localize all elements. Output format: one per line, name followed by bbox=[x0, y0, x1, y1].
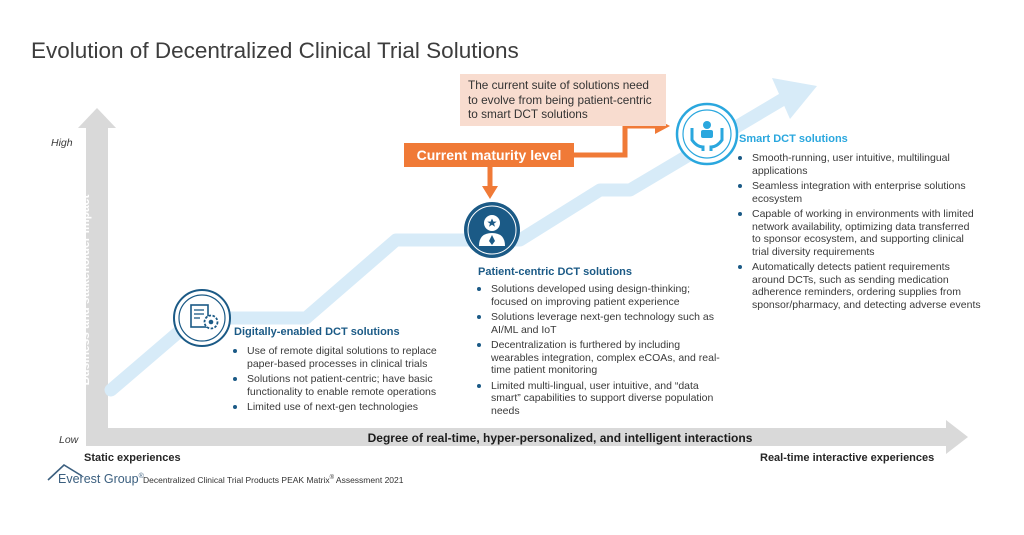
bullet-item: Use of remote digital solutions to repla… bbox=[230, 345, 458, 370]
source-text: Decentralized Clinical Trial Products PE… bbox=[143, 475, 330, 485]
evolution-callout: The current suite of solutions need to e… bbox=[460, 74, 666, 126]
everest-logo-mark bbox=[47, 463, 83, 481]
bullet-item: Automatically detects patient requiremen… bbox=[735, 261, 981, 311]
x-axis-right-end-label: Real-time interactive experiences bbox=[760, 452, 935, 464]
x-axis-title: Degree of real-time, hyper-personalized,… bbox=[367, 431, 753, 445]
logo-registered-mark: ® bbox=[138, 472, 144, 480]
source-text-end: Assessment 2021 bbox=[334, 475, 404, 485]
bullet-item: Seamless integration with enterprise sol… bbox=[735, 180, 981, 205]
source-registered-mark: ® bbox=[329, 475, 335, 482]
bullet-item: Limited use of next-gen technologies bbox=[230, 401, 458, 414]
stage-smart-bullets: Smooth-running, user intuitive, multilin… bbox=[735, 152, 981, 314]
document-gear-icon bbox=[173, 289, 231, 347]
bullet-item: Solutions not patient-centric; have basi… bbox=[230, 373, 458, 398]
page-title: Evolution of Decentralized Clinical Tria… bbox=[31, 38, 519, 63]
bullet-item: Decentralization is furthered by includi… bbox=[474, 339, 724, 377]
evolution-path-arrowhead bbox=[772, 78, 817, 119]
patient-star-icon bbox=[464, 202, 520, 258]
maturity-connector bbox=[574, 123, 658, 158]
hands-person-icon bbox=[675, 102, 739, 166]
x-axis-arrow bbox=[86, 420, 968, 454]
source-note: Decentralized Clinical Trial Products PE… bbox=[143, 475, 403, 485]
everest-group-logo: Everest Group® bbox=[58, 472, 144, 486]
maturity-down-arrowhead bbox=[482, 186, 498, 199]
y-axis-low-label: Low bbox=[59, 434, 79, 446]
stage-digitally-enabled-title: Digitally-enabled DCT solutions bbox=[234, 326, 400, 338]
bullet-item: Solutions leverage next-gen technology s… bbox=[474, 311, 724, 336]
bullet-item: Limited multi-lingual, user intuitive, a… bbox=[474, 380, 724, 418]
y-axis-high-label: High bbox=[51, 137, 73, 149]
current-maturity-label: Current maturity level bbox=[404, 143, 574, 167]
stage-patient-centric-bullets: Solutions developed using design-thinkin… bbox=[474, 283, 724, 420]
bullet-item: Solutions developed using design-thinkin… bbox=[474, 283, 724, 308]
y-axis-arrow bbox=[78, 108, 116, 440]
logo-text: Everest Group bbox=[58, 472, 139, 486]
stage-smart-title: Smart DCT solutions bbox=[739, 133, 848, 145]
bullet-item: Smooth-running, user intuitive, multilin… bbox=[735, 152, 981, 177]
bullet-item: Capable of working in environments with … bbox=[735, 208, 981, 258]
y-axis-title: Business and stakeholder impact bbox=[78, 194, 92, 386]
stage-digitally-enabled-bullets: Use of remote digital solutions to repla… bbox=[230, 345, 458, 417]
x-axis-left-end-label: Static experiences bbox=[84, 452, 181, 464]
stage-patient-centric-title: Patient-centric DCT solutions bbox=[478, 266, 633, 278]
